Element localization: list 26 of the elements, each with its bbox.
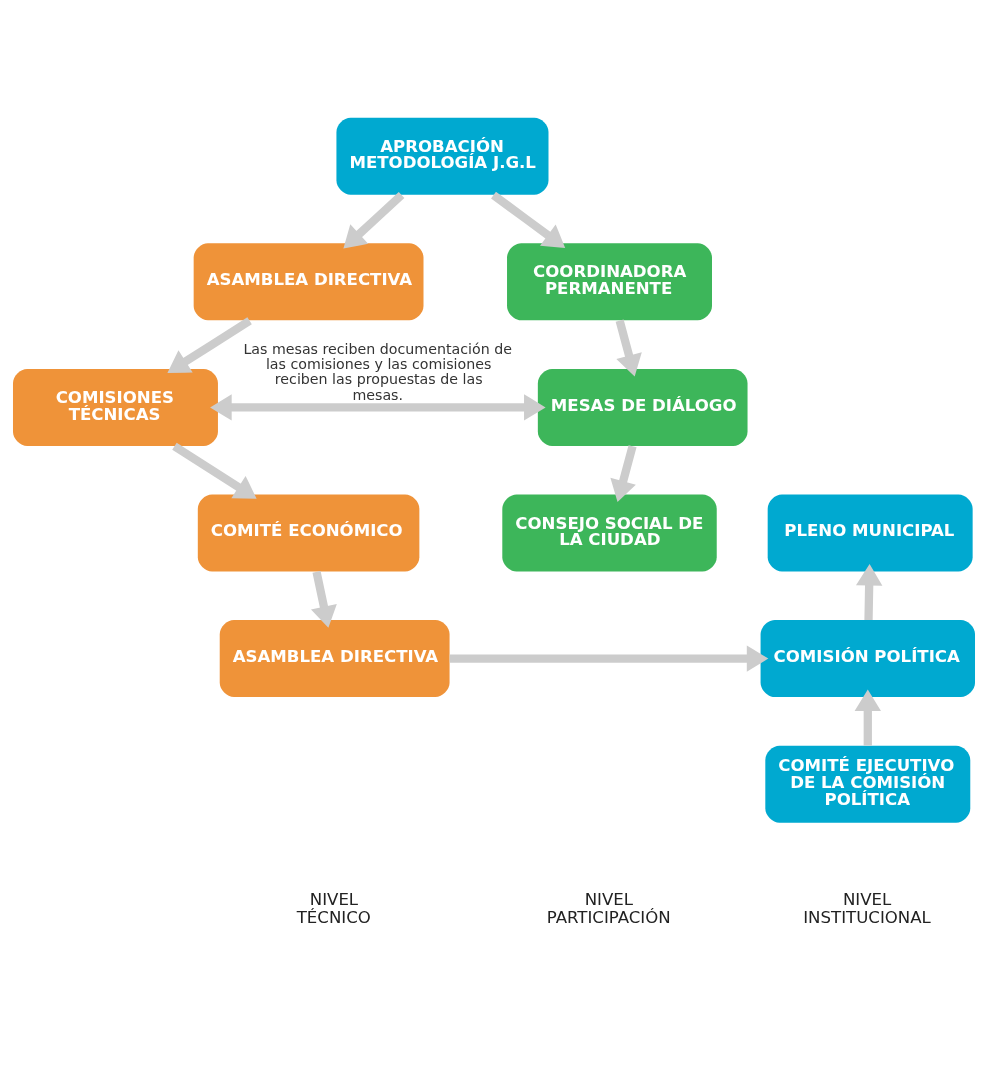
label: NIVEL PARTICIPACIÓN bbox=[546, 890, 671, 928]
arrow bbox=[615, 319, 642, 377]
arrow bbox=[854, 689, 881, 746]
arrow bbox=[167, 317, 252, 374]
node-box: COMITÉ ECONÓMICO bbox=[197, 494, 420, 572]
node-box: CONSEJO SOCIAL DE LA CIUDAD bbox=[502, 494, 717, 572]
label: NIVEL TÉCNICO bbox=[296, 890, 371, 928]
arrow bbox=[856, 563, 883, 621]
edge-label: Las mesas reciben documentación de las comisiones y las comisiones reciben las propuestas de las mesas. bbox=[243, 340, 512, 403]
arrow bbox=[172, 442, 257, 499]
node-box: PLENO MUNICIPAL bbox=[767, 494, 973, 572]
arrow bbox=[449, 645, 769, 672]
node-box: COMITÉ EJECUTIVO DE LA COMISIÓN POLÍTICA bbox=[765, 745, 971, 823]
label: NIVEL INSTITUCIONAL bbox=[803, 890, 931, 928]
arrow bbox=[343, 192, 405, 249]
arrow bbox=[610, 445, 637, 503]
node-box: MESAS DE DIÁLOGO bbox=[537, 368, 748, 446]
node-box: ASAMBLEA DIRECTIVA bbox=[193, 243, 424, 321]
node-box: COORDINADORA PERMANENTE bbox=[507, 243, 712, 321]
node-box: COMISIONES TÉCNICAS bbox=[13, 368, 218, 446]
node-box: ASAMBLEA DIRECTIVA bbox=[219, 620, 450, 698]
node-box: COMISIÓN POLÍTICA bbox=[760, 620, 975, 698]
arrow bbox=[210, 394, 546, 421]
arrow bbox=[491, 191, 566, 248]
arrow bbox=[311, 570, 337, 628]
node-box: APROBACIÓN METODOLOGÍA J.G.L bbox=[336, 117, 549, 195]
